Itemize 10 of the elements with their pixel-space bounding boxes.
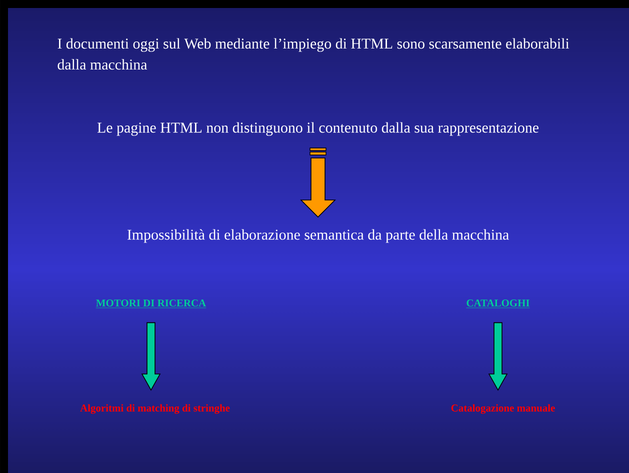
block-arrow	[300, 148, 336, 218]
category-heading: MOTORI DI RICERCA	[96, 299, 206, 308]
statement-text: Le pagine HTML non distinguono il contenuto dalla sua rappresentazione	[97, 122, 539, 136]
block-arrow	[488, 322, 508, 391]
title: I documenti oggi sul Web mediante l’impiego di HTML sono scarsamente elaborabili dalla macchina	[58, 38, 570, 70]
result-text: Catalogazione manuale	[451, 404, 555, 414]
result-text: Algoritmi di matching di stringhe	[80, 404, 230, 414]
statement-text: Impossibilità di elaborazione semantica da parte della macchina	[127, 229, 509, 243]
category-heading: CATALOGHI	[466, 299, 530, 308]
block-arrow	[141, 322, 161, 391]
